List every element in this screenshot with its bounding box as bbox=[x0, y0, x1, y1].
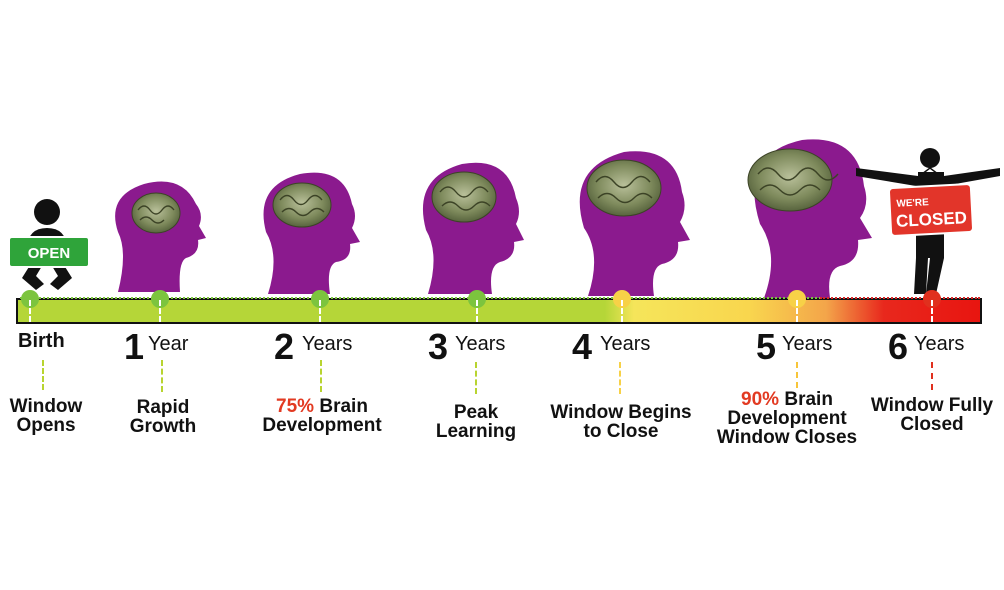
tick-year-4 bbox=[621, 300, 623, 330]
desc-year-4: Window Begins to Close bbox=[550, 402, 692, 442]
desc-year-2: 75% Brain Development bbox=[247, 397, 397, 435]
year-5-number: 5 bbox=[756, 326, 777, 367]
desc-year-5-percent: 90% bbox=[741, 389, 780, 410]
year-6-unit: Years bbox=[914, 333, 965, 355]
timeline-dotted-line bbox=[20, 297, 980, 299]
node-year-6 bbox=[923, 290, 941, 308]
closed-text: CLOSED bbox=[896, 208, 968, 231]
tick-year-3 bbox=[476, 300, 478, 330]
tick-year-2 bbox=[319, 300, 321, 330]
desc-year-2-percent: 75% bbox=[276, 396, 315, 417]
child-head-2 bbox=[263, 172, 360, 294]
tick-year-6 bbox=[931, 300, 933, 330]
child-head-5 bbox=[747, 139, 872, 298]
tick-year-5 bbox=[796, 300, 798, 330]
child-head-3 bbox=[422, 162, 524, 294]
connector-year-6 bbox=[931, 362, 933, 390]
node-year-5 bbox=[788, 290, 806, 308]
birth-label: Birth bbox=[18, 330, 65, 352]
year-2-number: 2 bbox=[274, 326, 295, 367]
desc-year-1: Rapid Growth bbox=[129, 397, 197, 437]
year-4-unit: Years bbox=[600, 333, 651, 355]
node-year-4 bbox=[613, 290, 631, 308]
connector-year-2 bbox=[320, 360, 322, 392]
connector-year-4 bbox=[619, 362, 621, 394]
desc-year-6: Window Fully Closed bbox=[870, 395, 994, 435]
year-1-unit: Year bbox=[148, 333, 189, 355]
timeline-bar bbox=[16, 298, 982, 324]
node-year-2 bbox=[311, 290, 329, 308]
year-6-number: 6 bbox=[888, 326, 909, 367]
desc-year-2-text: Brain Development bbox=[262, 396, 382, 436]
connector-birth bbox=[42, 360, 44, 390]
year-3-number: 3 bbox=[428, 326, 449, 367]
child-head-1 bbox=[115, 181, 206, 292]
desc-year-3: Peak Learning bbox=[435, 402, 517, 442]
desc-year-5: 90% Brain Development Window Closes bbox=[707, 390, 867, 447]
were-text: WE'RE bbox=[896, 197, 929, 210]
node-year-3 bbox=[468, 290, 486, 308]
connector-year-1 bbox=[161, 360, 163, 392]
child-head-4 bbox=[579, 151, 690, 296]
year-3-unit: Years bbox=[455, 333, 506, 355]
desc-birth: Window Opens bbox=[9, 396, 83, 436]
year-2-unit: Years bbox=[302, 333, 353, 355]
year-1-number: 1 bbox=[124, 326, 145, 367]
tick-birth bbox=[29, 300, 31, 330]
open-sign: OPEN bbox=[8, 236, 90, 268]
tick-year-1 bbox=[159, 300, 161, 330]
connector-year-3 bbox=[475, 362, 477, 394]
year-5-unit: Years bbox=[782, 333, 833, 355]
timeline-dotted-line-red bbox=[820, 297, 980, 299]
open-sign-text: OPEN bbox=[28, 245, 71, 262]
year-4-number: 4 bbox=[572, 326, 593, 367]
connector-year-5 bbox=[796, 362, 798, 388]
node-year-1 bbox=[151, 290, 169, 308]
closed-sign: WE'RE CLOSED bbox=[888, 167, 974, 237]
node-birth bbox=[21, 290, 39, 308]
desc-year-5-text: Brain Development Window Closes bbox=[716, 389, 858, 448]
